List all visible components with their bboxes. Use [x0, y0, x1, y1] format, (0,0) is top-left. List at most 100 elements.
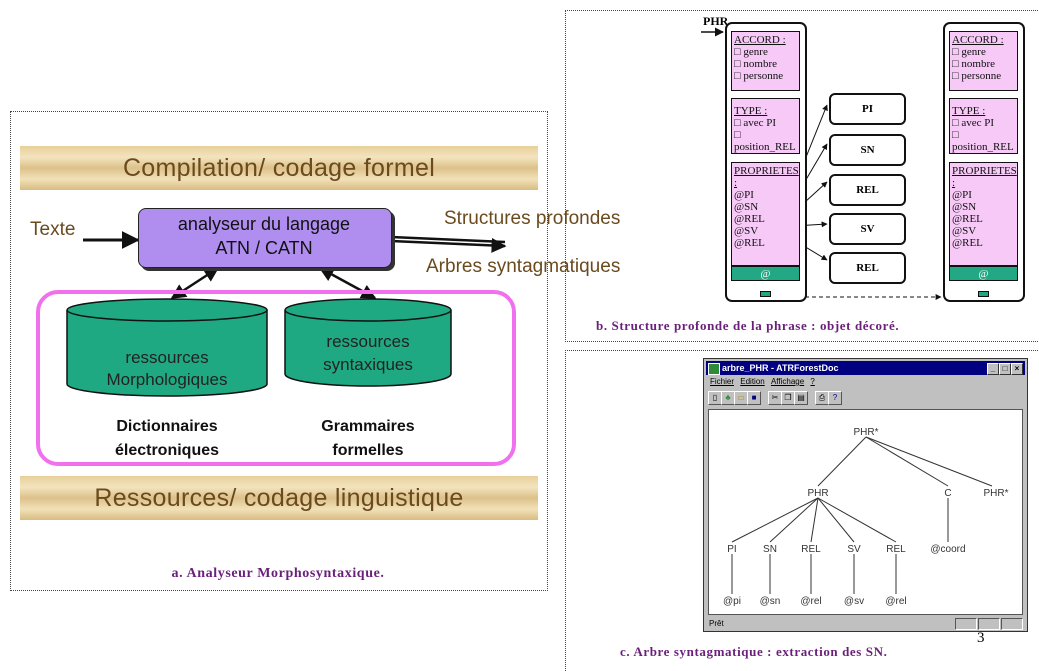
caption-b: b. Structure profonde de la phrase : obj… [596, 318, 900, 333]
analyser-line1: analyseur du langage [177, 214, 351, 234]
syntax-tree: PHR* PHR C PHR* PI SN REL SV REL @coord … [723, 427, 1009, 607]
accord-item-left: □ personne [734, 70, 784, 82]
type-title-left: TYPE : [734, 105, 768, 117]
type-item-left: □ position_REL [734, 129, 796, 153]
prop-item-right: @SV [952, 225, 977, 237]
minimize-icon[interactable]: _ [987, 363, 999, 375]
window-title: arbre_PHR - ATRForestDoc [722, 363, 839, 373]
paste-icon[interactable]: ▤ [794, 391, 808, 405]
prop-item-left: @REL [734, 237, 765, 249]
tree-leaf-sv: @sv [844, 596, 864, 607]
tree-node-pi: PI [727, 544, 736, 555]
maximize-icon[interactable]: □ [999, 363, 1011, 375]
proprietes-title-right: PROPRIETES : [952, 165, 1017, 189]
prop-item-right: @PI [952, 189, 972, 201]
tree-node-coord: @coord [930, 544, 965, 555]
banner-compilation: Compilation/ codage formel [20, 146, 538, 190]
toolbar: ▯ ♣ ▭ ■ ✂ ❐ ▤ ⎙ ? [706, 389, 1025, 407]
window-titlebar[interactable]: arbre_PHR - ATRForestDoc _ □ × [706, 361, 1025, 375]
tree-node-rel: REL [801, 544, 821, 555]
help-icon[interactable]: ? [828, 391, 842, 405]
type-box-left: TYPE : □ avec PI □ position_REL [731, 98, 800, 154]
texte-label: Texte [30, 219, 76, 240]
type-item-right: □ avec PI [952, 117, 995, 129]
status-pane [978, 618, 1000, 630]
node-rel-2: REL [829, 252, 906, 284]
type-title-right: TYPE : [952, 105, 986, 117]
tree-icon[interactable]: ♣ [721, 391, 735, 405]
panel-c-frame [565, 350, 1039, 671]
morpho-line1: ressources [125, 348, 209, 367]
node-sn: SN [829, 134, 906, 166]
prop-item-right: @REL [952, 237, 983, 249]
tree-leaf-rel: @rel [800, 596, 821, 607]
new-icon[interactable]: ▯ [708, 391, 722, 405]
type-item-left: □ avec PI [734, 117, 777, 129]
tree-root: PHR* [853, 427, 878, 438]
save-icon[interactable]: ■ [747, 391, 761, 405]
resources-frame [36, 290, 516, 466]
menu-help[interactable]: ? [810, 377, 815, 386]
prop-item-right: @REL [952, 213, 983, 225]
status-text: Prêt [709, 619, 724, 628]
syntax-cylinder [284, 298, 452, 387]
tree-node-phr-star: PHR* [983, 488, 1008, 499]
tree-node-sn: SN [763, 544, 777, 555]
tree-view: PHR* PHR C PHR* PI SN REL SV REL @coord … [708, 409, 1023, 615]
handle-right [978, 291, 989, 297]
cut-icon[interactable]: ✂ [768, 391, 782, 405]
tree-node-phr: PHR [807, 488, 828, 499]
caption-a: a. Analyseur Morphosyntaxique. [171, 566, 385, 581]
proprietes-box-left: PROPRIETES : @PI @SN @REL @SV @REL [731, 162, 800, 266]
open-icon[interactable]: ▭ [734, 391, 748, 405]
coordination-right: @ coordination [949, 266, 1018, 294]
print-icon[interactable]: ⎙ [815, 391, 829, 405]
node-sv: SV [829, 213, 906, 245]
tree-node-c: C [944, 488, 951, 499]
tree-leaf-pi: @pi [723, 596, 741, 607]
gram-line2: formelles [332, 442, 404, 459]
page-number: 3 [977, 630, 985, 646]
close-icon[interactable]: × [1011, 363, 1023, 375]
accord-box-right: ACCORD : □ genre □ nombre □ personne [949, 31, 1018, 91]
morpho-line2: Morphologiques [106, 370, 228, 389]
status-bar: Prêt [706, 617, 1025, 630]
caption-c: c. Arbre syntagmatique : extraction des … [620, 644, 888, 659]
menu-fichier[interactable]: Fichier [710, 377, 735, 386]
accord-title-right: ACCORD : [952, 34, 1004, 46]
syntax-line2: syntaxiques [323, 355, 413, 374]
proprietes-title-left: PROPRIETES : [734, 165, 799, 189]
tree-leaf-sn: @sn [760, 596, 781, 607]
gram-line1: Grammaires [321, 418, 415, 435]
prop-item-left: @SN [734, 201, 759, 213]
prop-item-left: @REL [734, 213, 765, 225]
prop-item-left: @PI [734, 189, 754, 201]
analyser-box [138, 208, 392, 268]
status-pane [955, 618, 977, 630]
menu-affichage[interactable]: Affichage [770, 377, 805, 386]
banner-ressources: Ressources/ codage linguistique [20, 476, 538, 520]
node-rel: REL [829, 174, 906, 206]
type-item-right: □ position_REL [952, 129, 1014, 153]
analyser-line2: ATN / CATN [215, 238, 313, 258]
coordination-left: @ coordination [731, 266, 800, 294]
menu-bar: Fichier Edition Affichage ? [706, 376, 1025, 388]
proprietes-box-right: PROPRIETES : @PI @SN @REL @SV @REL [949, 162, 1018, 266]
node-pi: PI [829, 93, 906, 125]
tree-node-sv: SV [847, 544, 861, 555]
accord-item-left: □ nombre [734, 58, 778, 70]
morpho-cylinder [66, 298, 268, 397]
type-box-right: TYPE : □ avec PI □ position_REL [949, 98, 1018, 154]
prop-item-right: @SN [952, 201, 977, 213]
tree-node-rel-2: REL [886, 544, 906, 555]
app-window: arbre_PHR - ATRForestDoc _ □ × Fichier E… [703, 358, 1028, 632]
prop-item-left: @SV [734, 225, 759, 237]
copy-icon[interactable]: ❐ [781, 391, 795, 405]
phr-label: PHR [703, 14, 729, 28]
structures-label: Structures profondes [444, 208, 621, 229]
tree-leaf-rel-2: @rel [885, 596, 906, 607]
accord-item-right: □ genre [952, 46, 986, 58]
menu-edition[interactable]: Edition [740, 377, 765, 386]
dict-line2: électroniques [114, 442, 220, 459]
accord-item-right: □ personne [952, 70, 1002, 82]
